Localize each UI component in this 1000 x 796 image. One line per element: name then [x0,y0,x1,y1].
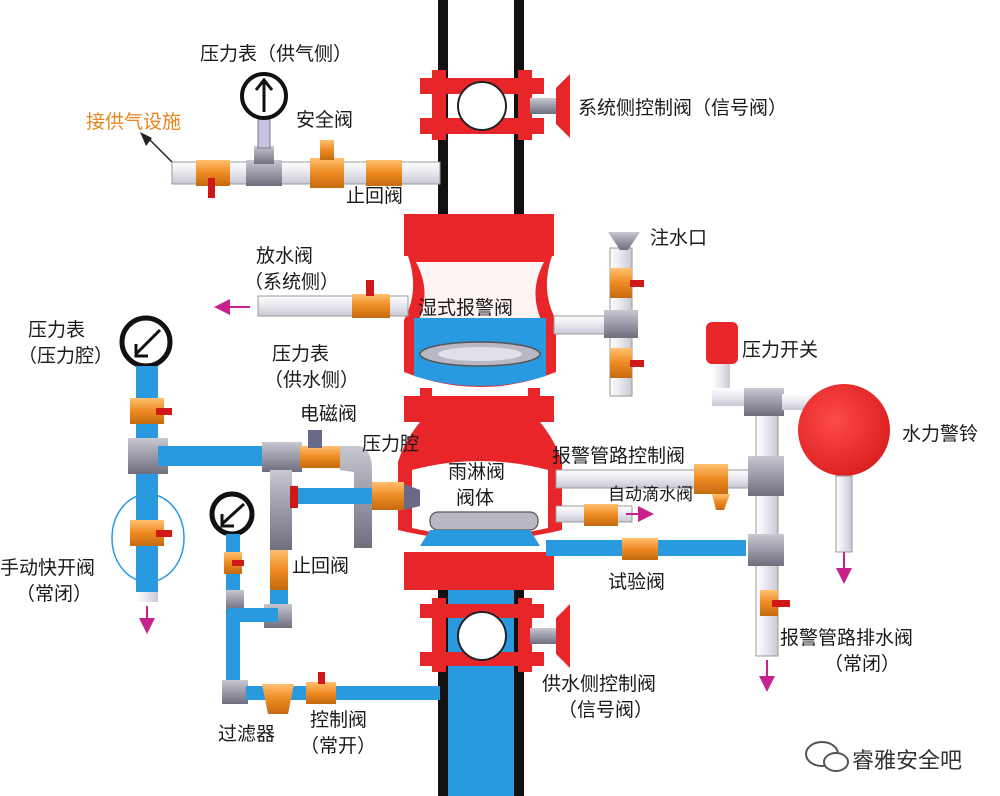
label-sys-control-valve: 系统侧控制阀（信号阀） [578,97,787,119]
deluge-valve-upper-body [404,214,556,428]
supply-bypass-line [209,491,440,714]
label-gauge-air: 压力表（供气侧） [200,43,352,65]
label-check-valve-2: 止回阀 [292,555,349,577]
label-supply-control-2: （信号阀） [558,699,653,721]
label-check-valve-air: 止回阀 [346,185,403,207]
solenoid-valve-line [262,430,420,550]
label-manual-valve-2: （常闭） [16,583,92,605]
air-supply-line [140,72,441,198]
label-pressure-switch: 压力开关 [742,339,818,361]
label-supply-control-1: 供水侧控制阀 [542,673,656,695]
label-auto-drip-valve: 自动滴水阀 [608,485,693,505]
fill-port-line [553,232,644,397]
label-gauge-chamber-2: （压力腔） [18,345,113,367]
label-air-supply: 接供气设施 [86,111,181,133]
system-side-control-valve [420,70,570,140]
label-control-valve-2: （常开） [300,735,376,757]
supply-side-control-valve [420,598,570,672]
label-gauge-supply-2: （供水侧） [264,369,359,391]
watermark-text: 睿雅安全吧 [852,749,962,774]
label-manual-valve-1: 手动快开阀 [0,557,95,579]
label-drain-valve-2: （系统侧） [244,271,339,293]
drain-valve-system-side [214,280,409,318]
label-safety-valve: 安全阀 [296,109,353,131]
label-water-bell: 水力警铃 [902,423,978,445]
label-test-valve: 试验阀 [608,571,665,593]
label-drain-valve-1: 放水阀 [256,245,313,267]
label-pressure-chamber: 压力腔 [362,433,419,455]
label-strainer: 过滤器 [218,723,275,745]
label-alarm-line-valve: 报警管路控制阀 [552,445,685,467]
label-deluge-body-2: 阀体 [456,487,494,509]
label-control-valve-1: 控制阀 [310,709,367,731]
pressure-chamber-gauge-line [111,315,268,634]
label-wet-alarm-valve: 湿式报警阀 [418,297,513,319]
alarm-line [546,395,790,692]
label-fill-port: 注水口 [650,227,707,249]
deluge-valve-lower-body [398,422,562,590]
label-alarm-drain-2: （常闭） [824,653,900,675]
pressure-switch-and-bell [706,322,890,584]
wechat-logo [805,741,849,772]
label-gauge-supply-1: 压力表 [272,343,329,365]
label-deluge-body-1: 雨淋阀 [448,461,505,483]
label-alarm-drain-1: 报警管路排水阀 [780,627,913,649]
label-gauge-chamber-1: 压力表 [28,319,85,341]
label-solenoid-valve: 电磁阀 [300,403,357,425]
